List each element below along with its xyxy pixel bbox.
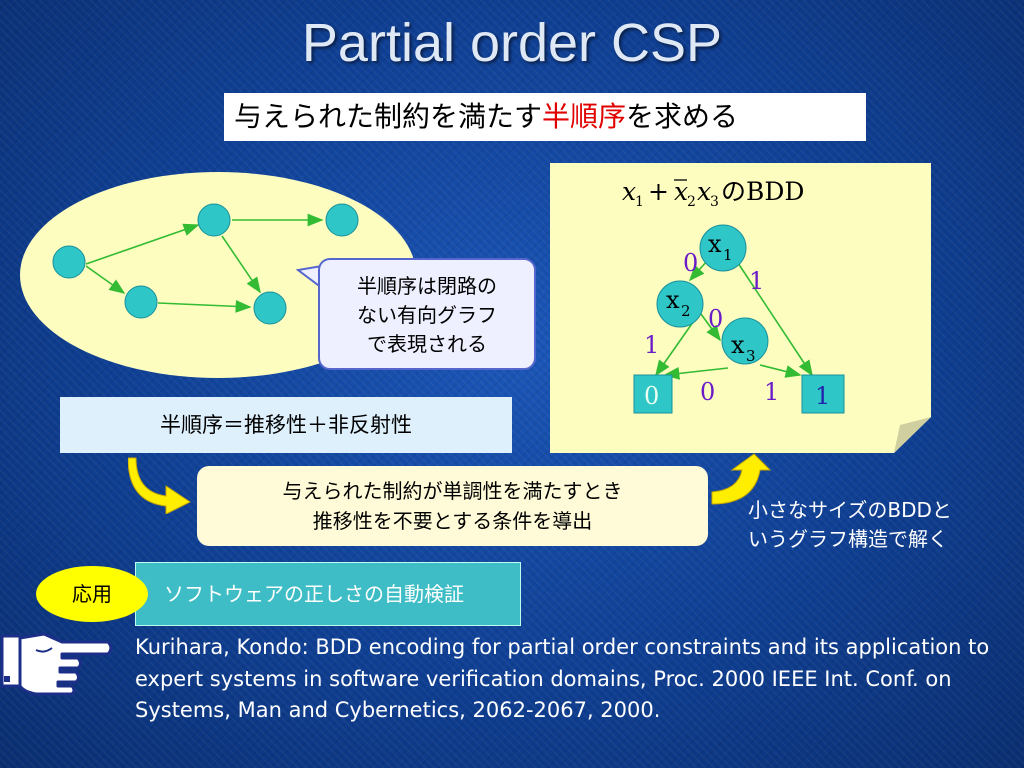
graph-edge — [157, 299, 252, 313]
application-box: ソフトウェアの正しさの自動検証 — [135, 562, 521, 626]
side-note: 小さなサイズのBDDと いうグラフ構造で解く — [748, 496, 1018, 554]
graph-node — [52, 245, 86, 279]
bdd-card: x1 + x2 x3 のBDD x 1 x 2 x 3 0 1 0 1 0 1 … — [550, 163, 931, 453]
callout-line: 半順序は閉路の — [357, 274, 497, 298]
graph-node — [325, 203, 359, 237]
bdd-heading-suffix: のBDD — [721, 177, 804, 206]
edge-label: 1 — [644, 331, 659, 359]
callout-line: ない有向グラフ — [357, 303, 497, 327]
bdd-formula: x1 + x2 x3 — [622, 177, 719, 210]
reference-citation: Kurihara, Kondo: BDD encoding for partia… — [135, 635, 990, 722]
edge-label: 0 — [683, 249, 698, 277]
pointing-hand-icon — [0, 632, 113, 696]
slide-title: Partial order CSP — [301, 13, 723, 73]
edge-label: 1 — [764, 378, 779, 406]
subtitle-box: 与えられた制約を満たす半順序を求める — [224, 93, 866, 141]
curved-arrow-right-icon — [711, 453, 772, 505]
condition-box: 与えられた制約が単調性を満たすとき 推移性を不要とする条件を導出 — [197, 466, 708, 546]
edge-label: 0 — [700, 378, 715, 406]
bdd-terminal-zero — [633, 374, 673, 414]
bdd-terminal-one — [801, 374, 845, 414]
partial-order-graph — [20, 172, 416, 378]
edge-label: 1 — [749, 267, 764, 295]
subtitle-text-end: を求める — [626, 100, 739, 133]
bdd-node-x1-sub: 1 — [723, 246, 733, 264]
graph-node — [197, 203, 231, 237]
condition-line: 与えられた制約が単調性を満たすとき — [282, 479, 623, 503]
svg-text:1: 1 — [635, 194, 644, 210]
svg-text:2: 2 — [687, 194, 696, 210]
bdd-node-x2 — [656, 280, 704, 328]
svg-text:x: x — [622, 177, 636, 206]
bdd-edge — [663, 367, 729, 380]
svg-text:+: + — [648, 177, 669, 206]
graph-node — [253, 291, 287, 325]
bdd-terminal-zero-label: 0 — [644, 382, 659, 410]
graph-edge — [85, 223, 200, 265]
callout-line: で表現される — [367, 332, 487, 356]
svg-text:3: 3 — [710, 194, 719, 210]
bdd-edge — [697, 309, 721, 342]
bdd-node-x2-sub: 2 — [681, 302, 691, 320]
bdd-edge — [655, 314, 699, 377]
graph-edge — [221, 235, 261, 294]
graph-edge — [85, 265, 126, 294]
condition-line: 推移性を不要とする条件を導出 — [312, 509, 593, 533]
application-badge: 応用 — [36, 566, 148, 622]
svg-text:x: x — [697, 177, 711, 206]
bdd-node-x1 — [699, 224, 747, 272]
definition-box: 半順序＝推移性＋非反射性 — [60, 397, 512, 453]
curved-arrow-left-icon — [128, 457, 191, 514]
bdd-node-x3-label: x — [731, 331, 745, 359]
edge-label: 0 — [708, 305, 723, 333]
subtitle-highlight: 半順序 — [542, 100, 627, 133]
side-note-line: 小さなサイズのBDDと — [748, 498, 952, 522]
graph-node — [124, 285, 158, 319]
bdd-terminal-one-label: 1 — [815, 382, 830, 410]
callout-bubble: 半順序は閉路の ない有向グラフ で表現される — [318, 258, 536, 370]
side-note-line: いうグラフ構造で解く — [748, 527, 948, 551]
bdd-edge — [688, 259, 709, 282]
bdd-card-background — [550, 163, 931, 453]
bdd-edge — [759, 364, 802, 378]
bdd-node-x3-sub: 3 — [746, 347, 756, 365]
bdd-node-x3 — [721, 317, 769, 365]
svg-text:x: x — [674, 177, 688, 206]
application-text: ソフトウェアの正しさの自動検証 — [164, 582, 464, 606]
page-curl — [894, 417, 931, 453]
bdd-node-x1-label: x — [708, 230, 722, 258]
bdd-node-x2-label: x — [666, 286, 680, 314]
bdd-edge — [735, 259, 813, 377]
subtitle-text: 与えられた制約を満たす — [234, 100, 543, 133]
